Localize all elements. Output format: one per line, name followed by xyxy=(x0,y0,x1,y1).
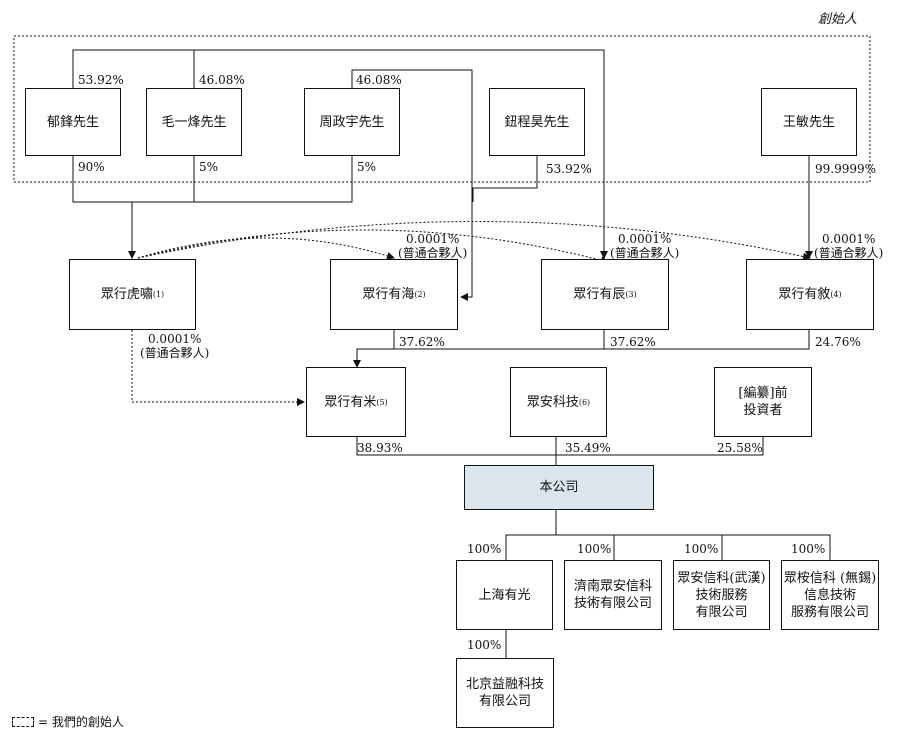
pct-youxu-youmi: 24.76% xyxy=(815,335,861,349)
pct-sub-beijing: 100% xyxy=(467,638,502,652)
legend-dashed-swatch xyxy=(12,716,34,727)
founder-zhou-zhengyu: 周政宇先生 xyxy=(304,88,400,156)
entity-huxiao-note: (1) xyxy=(152,290,165,299)
line-company-subs xyxy=(505,510,831,560)
entity-zhongan-note: (6) xyxy=(578,397,591,407)
entity-youchen-note: (3) xyxy=(625,290,637,299)
founder-mao-yifeng: 毛一烽先生 xyxy=(146,88,242,156)
entity-youmi-name: 眾行有米 xyxy=(324,394,377,410)
legend-label: = 我們的創始人 xyxy=(38,715,124,729)
entity-youchen-name: 眾行有辰 xyxy=(573,287,626,302)
pct-youmi-company: 38.93% xyxy=(357,441,403,455)
entity-youmi-note: (5) xyxy=(376,397,388,407)
line-to-company xyxy=(356,437,764,465)
entity-youhai: 眾行有海(2) xyxy=(330,259,458,330)
pct-zhou-bottom: 5% xyxy=(357,160,377,174)
legend: = 我們的創始人 xyxy=(12,713,124,730)
founders-group-border xyxy=(13,35,871,183)
sub-shanghai-youguang: 上海有光 xyxy=(456,560,553,630)
gp-line-youmi xyxy=(131,330,305,406)
gp-label-youmi: 0.0001% (普通合夥人) xyxy=(140,332,210,360)
entity-huxiao: 眾行虎嘯(1) xyxy=(69,259,196,330)
gp-arc-youhai xyxy=(137,237,395,260)
pct-investors-company: 25.58% xyxy=(717,441,763,455)
entity-huxiao-name: 眾行虎嘯 xyxy=(100,287,153,302)
founder-yu-feng: 郁鋒先生 xyxy=(25,88,121,156)
entity-youxu-name: 眾行有敘 xyxy=(778,287,831,302)
line-top-bar xyxy=(72,49,608,259)
gp-arc-youxu xyxy=(137,221,811,261)
entity-zhongan-tech: 眾安科技(6) xyxy=(510,367,607,437)
entity-youchen: 眾行有辰(3) xyxy=(541,259,669,330)
line-zhou-youhai xyxy=(351,69,473,301)
entity-youhai-note: (2) xyxy=(414,290,426,299)
pct-zhongan-company: 35.49% xyxy=(565,441,611,455)
gp-label-youxu: 0.0001% (普通合夥人) xyxy=(814,232,884,260)
gp-label-youhai: 0.0001% (普通合夥人) xyxy=(398,232,468,260)
pct-youhai-youmi: 37.62% xyxy=(399,335,445,349)
pct-mao-top: 46.08% xyxy=(199,73,245,87)
entity-zhongan-name: 眾安科技 xyxy=(526,394,579,410)
sub-jinan-zhongan-xinke: 濟南眾安信科 技術有限公司 xyxy=(564,560,662,630)
gp-arc-youchen xyxy=(137,229,609,265)
pct-sub-shanghai: 100% xyxy=(467,542,502,556)
founders-group-label: 創始人 xyxy=(818,12,858,27)
pct-niu-bottom: 53.92% xyxy=(546,162,592,176)
pct-sub-jinan: 100% xyxy=(577,542,612,556)
sub-beijing-yirong: 北京益融科技 有限公司 xyxy=(456,658,554,728)
entity-the-company: 本公司 xyxy=(464,465,654,510)
line-niu xyxy=(472,156,538,202)
sub-zhongan-xinke-wuhan: 眾安信科(武漢) 技術服務 有限公司 xyxy=(673,560,770,630)
pct-sub-wuxi: 100% xyxy=(791,542,826,556)
line-yu-down xyxy=(72,156,353,203)
gp-label-youchen: 0.0001% (普通合夥人) xyxy=(610,232,680,260)
pct-youchen-youmi: 37.62% xyxy=(610,335,656,349)
founder-niu-chenghao: 鈕程昊先生 xyxy=(489,88,585,156)
entity-youmi: 眾行有米(5) xyxy=(306,367,406,437)
pct-mao-bottom: 5% xyxy=(199,160,219,174)
entity-youxu-note: (4) xyxy=(830,290,842,299)
pct-yu-top: 53.92% xyxy=(78,73,124,87)
pct-sub-wuhan: 100% xyxy=(684,542,719,556)
pct-yu-bottom: 90% xyxy=(78,160,105,174)
pct-wang-bottom: 99.9999% xyxy=(815,162,877,176)
pct-zhou-top: 46.08% xyxy=(356,73,402,87)
founder-wang-min: 王敏先生 xyxy=(761,88,857,156)
entity-pre-ipo-investors: [編纂]前 投資者 xyxy=(714,367,812,437)
sub-zhongan-xinke-wuxi: 眾桉信科 (無錫) 信息技術 服務有限公司 xyxy=(781,560,879,630)
entity-youxu: 眾行有敘(4) xyxy=(746,259,874,330)
entity-youhai-name: 眾行有海 xyxy=(362,287,415,302)
line-partnerships-youmi xyxy=(357,330,810,367)
